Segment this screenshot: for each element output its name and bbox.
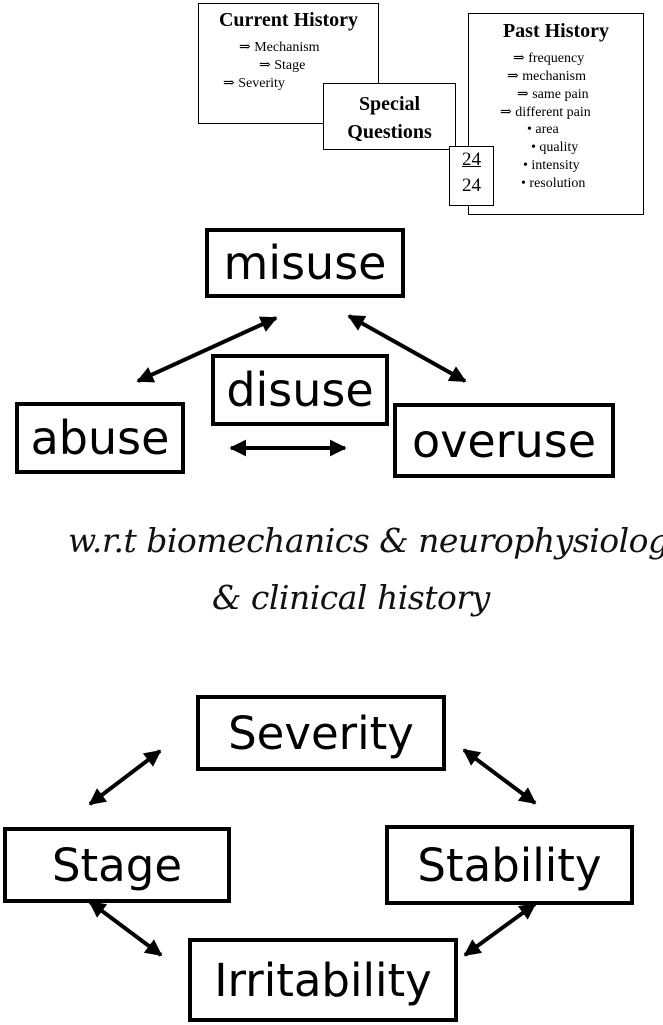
past-history-item-quality: • quality bbox=[531, 140, 579, 155]
past-history-item-different-pain: ⇒ different pain bbox=[500, 105, 591, 120]
past-history-item-intensity: • intensity bbox=[523, 158, 580, 173]
misuse-box: misuse bbox=[205, 228, 405, 298]
overuse-box: overuse bbox=[393, 403, 615, 478]
arrow-stage-irritability bbox=[88, 900, 163, 957]
current-history-box: Current History ⇒ Mechanism ⇒ Stage ⇒ Se… bbox=[198, 3, 379, 124]
arrow-misuse-overuse bbox=[347, 314, 467, 383]
special-questions-box: Special Questions bbox=[323, 83, 456, 150]
note-line-1: w.r.t biomechanics & neurophysiology bbox=[68, 521, 663, 560]
fraction-denominator: 24 bbox=[462, 175, 481, 196]
disuse-box: disuse bbox=[211, 354, 389, 426]
irritability-box: Irritability bbox=[188, 938, 458, 1022]
arrow-misuse-abuse bbox=[136, 316, 278, 383]
current-history-item-stage: ⇒ Stage bbox=[259, 58, 306, 73]
arrow-stage-severity bbox=[88, 749, 162, 806]
past-history-item-frequency: ⇒ frequency bbox=[513, 51, 585, 66]
abuse-box: abuse bbox=[15, 402, 185, 474]
special-questions-line2: Questions bbox=[347, 121, 432, 143]
special-questions-line1: Special bbox=[358, 93, 421, 115]
severity-box: Severity bbox=[196, 695, 446, 771]
current-history-item-mechanism: ⇒ Mechanism bbox=[239, 40, 320, 55]
past-history-box: Past History ⇒ frequency ⇒ mechanism ⇒ s… bbox=[468, 13, 644, 215]
stage-box: Stage bbox=[3, 827, 231, 903]
past-history-item-area: • area bbox=[527, 122, 559, 137]
stability-box: Stability bbox=[385, 825, 634, 905]
fraction-box: 24 24 bbox=[449, 146, 494, 206]
arrow-irritability-stability bbox=[463, 902, 537, 957]
current-history-title: Current History bbox=[218, 9, 359, 31]
arrow-severity-stability bbox=[462, 748, 537, 805]
past-history-item-mechanism: ⇒ mechanism bbox=[507, 69, 586, 84]
note-line-2: & clinical history bbox=[212, 578, 490, 617]
special-questions-title: Special Questions bbox=[324, 90, 455, 146]
fraction-numerator: 24 bbox=[462, 149, 481, 170]
past-history-item-same-pain: ⇒ same pain bbox=[517, 87, 589, 102]
past-history-title: Past History bbox=[502, 20, 610, 42]
past-history-item-resolution: • resolution bbox=[521, 176, 586, 191]
current-history-item-severity: ⇒ Severity bbox=[223, 76, 285, 91]
